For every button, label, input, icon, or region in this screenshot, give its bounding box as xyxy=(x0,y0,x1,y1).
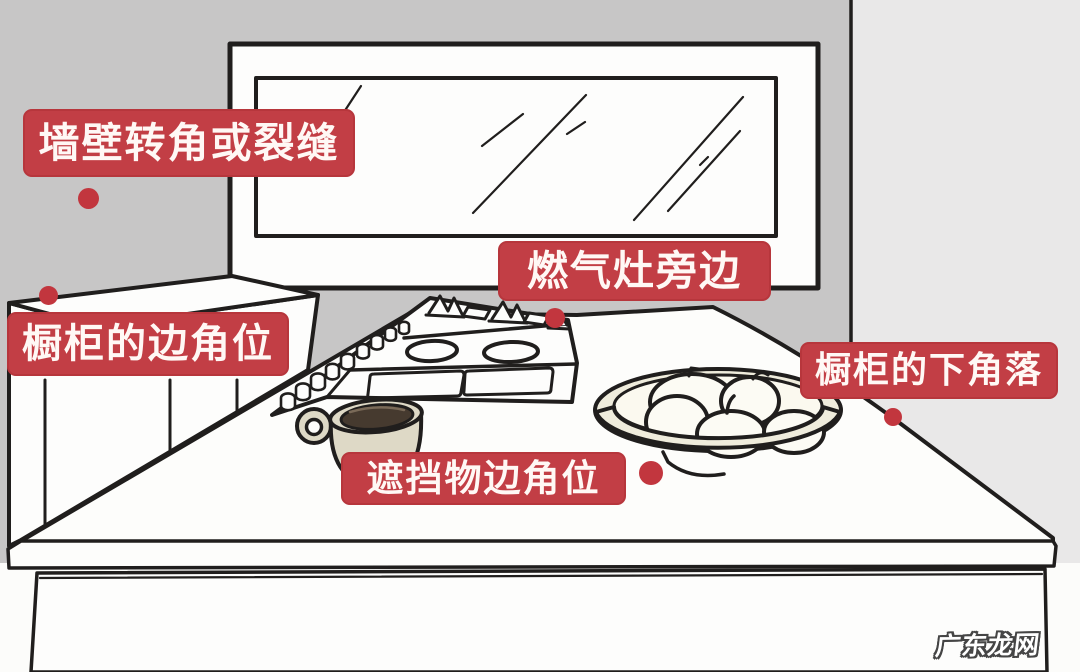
kitchen-counter xyxy=(6,305,1058,570)
callout-cabinet-edge-corner: 橱柜的边角位 xyxy=(7,312,289,376)
window-reflections xyxy=(342,84,745,222)
callout-covering-object-edge-corner: 遮挡物边角位 xyxy=(341,452,626,505)
base-cabinet xyxy=(29,567,1049,672)
stove-knobs xyxy=(279,320,411,412)
left-cabinet-seams xyxy=(43,378,239,526)
bowl-front-lip xyxy=(594,405,842,450)
stove-front-panels xyxy=(366,366,555,400)
bowl-foot xyxy=(661,450,726,478)
fruit-bowl xyxy=(593,366,843,478)
counter-front-edge xyxy=(6,539,1058,570)
marker-dot-cabinet-lower xyxy=(884,408,902,426)
marker-dot-wall-corner xyxy=(78,188,99,209)
watermark: 广东龙网 xyxy=(933,630,1042,661)
stove-burners xyxy=(405,338,540,365)
callout-wall-corner-or-crack: 墙壁转角或裂缝 xyxy=(23,109,355,177)
callout-cabinet-lower-corner: 橱柜的下角落 xyxy=(800,342,1058,399)
cup-handle xyxy=(295,407,333,445)
marker-dot-cabinet-edge xyxy=(39,286,58,305)
marker-dot-gas-stove xyxy=(545,308,565,328)
marker-dot-covering-object xyxy=(639,461,663,485)
callout-beside-gas-stove: 燃气灶旁边 xyxy=(498,241,771,301)
